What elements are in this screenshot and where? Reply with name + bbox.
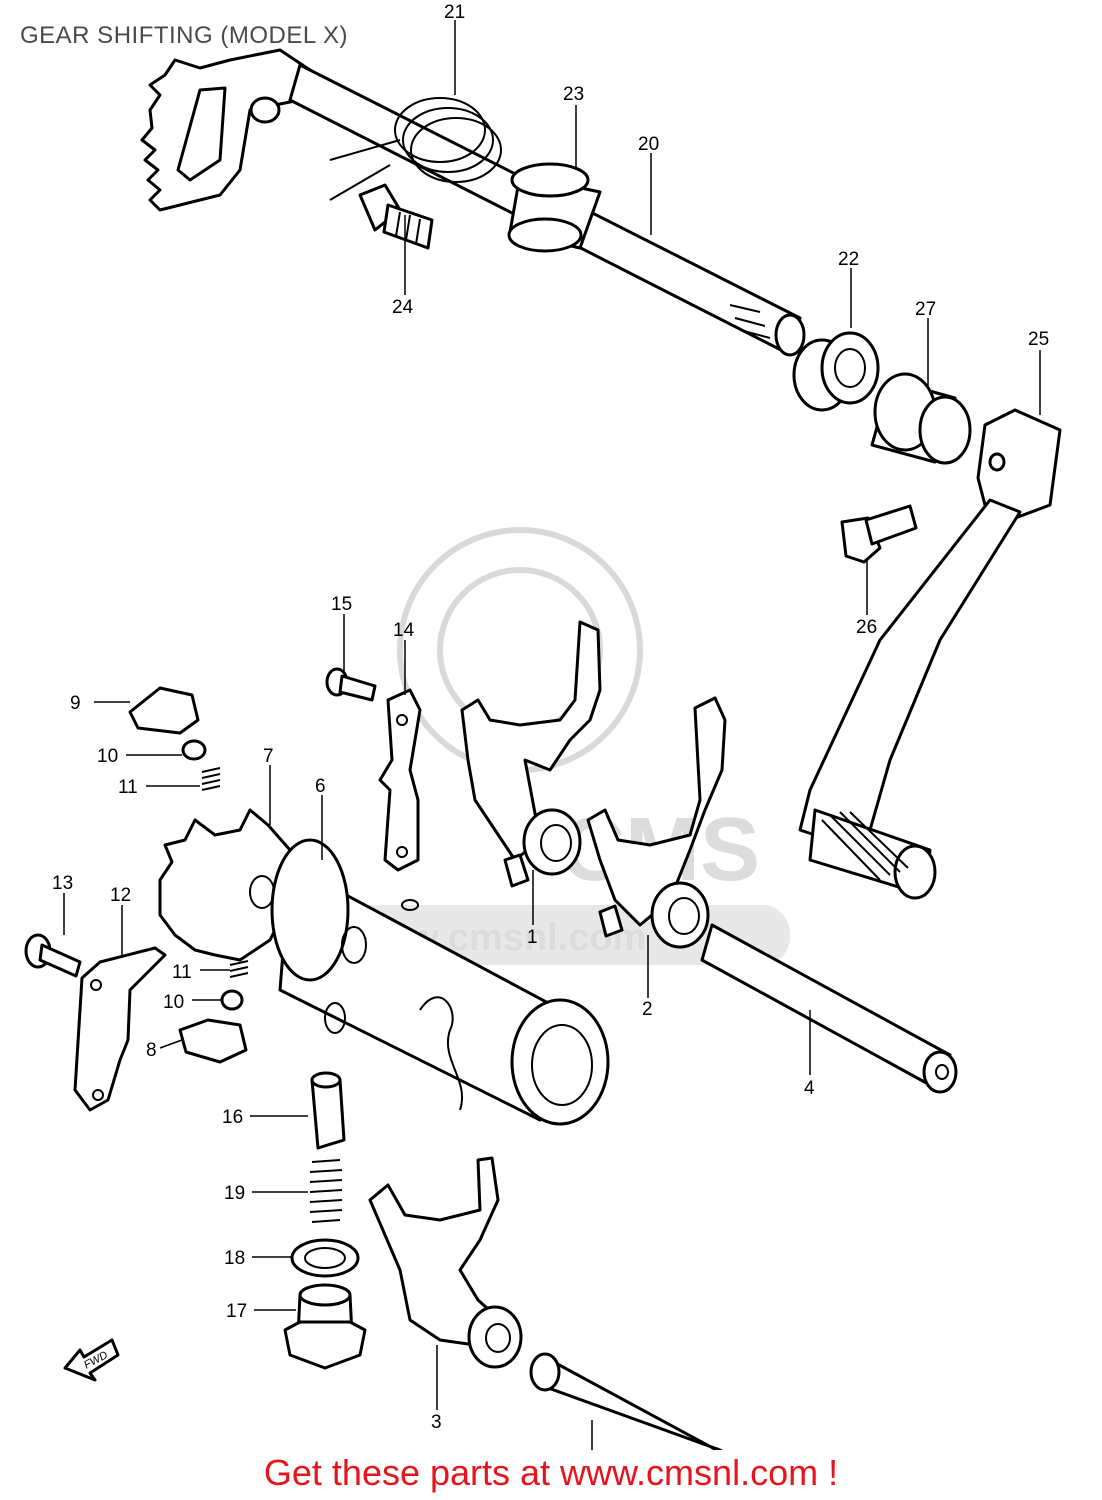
part-27-bush	[870, 372, 972, 465]
callout-11-upper: 11	[118, 777, 138, 798]
callout-15: 15	[331, 594, 352, 615]
leader-lines	[63, 20, 1041, 1450]
callout-26: 26	[856, 617, 877, 638]
part-10-pin-upper	[181, 739, 207, 761]
part-21-shift-arm	[140, 48, 312, 212]
callout-labels: 21 23 20 24 22 27 25 26 15 14 9 10 11 7 …	[52, 2, 1049, 1433]
callout-14: 14	[393, 620, 415, 641]
part-23-collar	[507, 162, 602, 253]
callout-23: 23	[563, 84, 584, 105]
callout-10-upper: 10	[97, 746, 118, 767]
part-1-shift-fork	[460, 620, 602, 888]
callout-27: 27	[915, 299, 936, 320]
part-18-washer	[290, 1238, 360, 1278]
part-13-screw	[24, 933, 82, 978]
callout-25: 25	[1028, 329, 1049, 350]
callout-1: 1	[527, 927, 538, 948]
part-14-stopper-plate	[378, 688, 422, 872]
part-17-plug-bolt	[283, 1283, 367, 1370]
callout-19: 19	[224, 1183, 245, 1204]
callout-20: 20	[638, 134, 659, 155]
part-25-shift-lever	[798, 408, 1062, 900]
callout-21: 21	[444, 2, 465, 23]
part-12-plate	[73, 946, 167, 1112]
part-5-fork-shaft	[529, 1352, 723, 1450]
callout-7: 7	[263, 746, 274, 767]
part-6-shift-cam	[270, 838, 610, 1126]
part-4-fork-shaft	[700, 923, 958, 1094]
part-19-spring	[309, 1159, 343, 1223]
callout-8: 8	[146, 1040, 157, 1061]
callout-2: 2	[642, 999, 653, 1020]
part-16-detent-pin	[310, 1071, 346, 1150]
fwd-arrow: FWD	[63, 1338, 120, 1382]
callout-11-lower: 11	[172, 962, 192, 983]
callout-10-lower: 10	[163, 992, 184, 1013]
callout-13: 13	[52, 873, 73, 894]
part-21-return-spring	[329, 97, 502, 201]
callout-18: 18	[224, 1248, 245, 1269]
callout-9: 9	[70, 693, 81, 714]
part-11-spring-upper	[201, 767, 221, 791]
part-9-cam-stopper	[128, 686, 200, 735]
callout-4: 4	[804, 1078, 815, 1099]
callout-3: 3	[431, 1412, 442, 1433]
part-8-cam-stopper	[178, 1018, 248, 1064]
part-10-pin-lower	[220, 989, 244, 1011]
part-11-spring-lower	[229, 960, 249, 978]
exploded-parts-diagram: CMS www.cmsnl.com	[24, 2, 1062, 1450]
part-2-shift-fork	[586, 696, 727, 949]
part-15-screw	[325, 667, 377, 702]
callout-22: 22	[838, 249, 859, 270]
callout-12: 12	[110, 885, 131, 906]
part-22-bearing	[792, 331, 880, 412]
part-3-shift-fork	[368, 1156, 523, 1369]
callout-17: 17	[226, 1301, 247, 1322]
callout-16: 16	[222, 1107, 243, 1128]
diagram-title: GEAR SHIFTING (MODEL X)	[20, 22, 348, 49]
promo-link[interactable]: Get these parts at www.cmsnl.com !	[263, 1452, 839, 1493]
part-24-bolt	[358, 183, 434, 250]
callout-24: 24	[392, 297, 414, 318]
callout-6: 6	[315, 776, 326, 797]
part-26-bolt	[840, 504, 918, 564]
